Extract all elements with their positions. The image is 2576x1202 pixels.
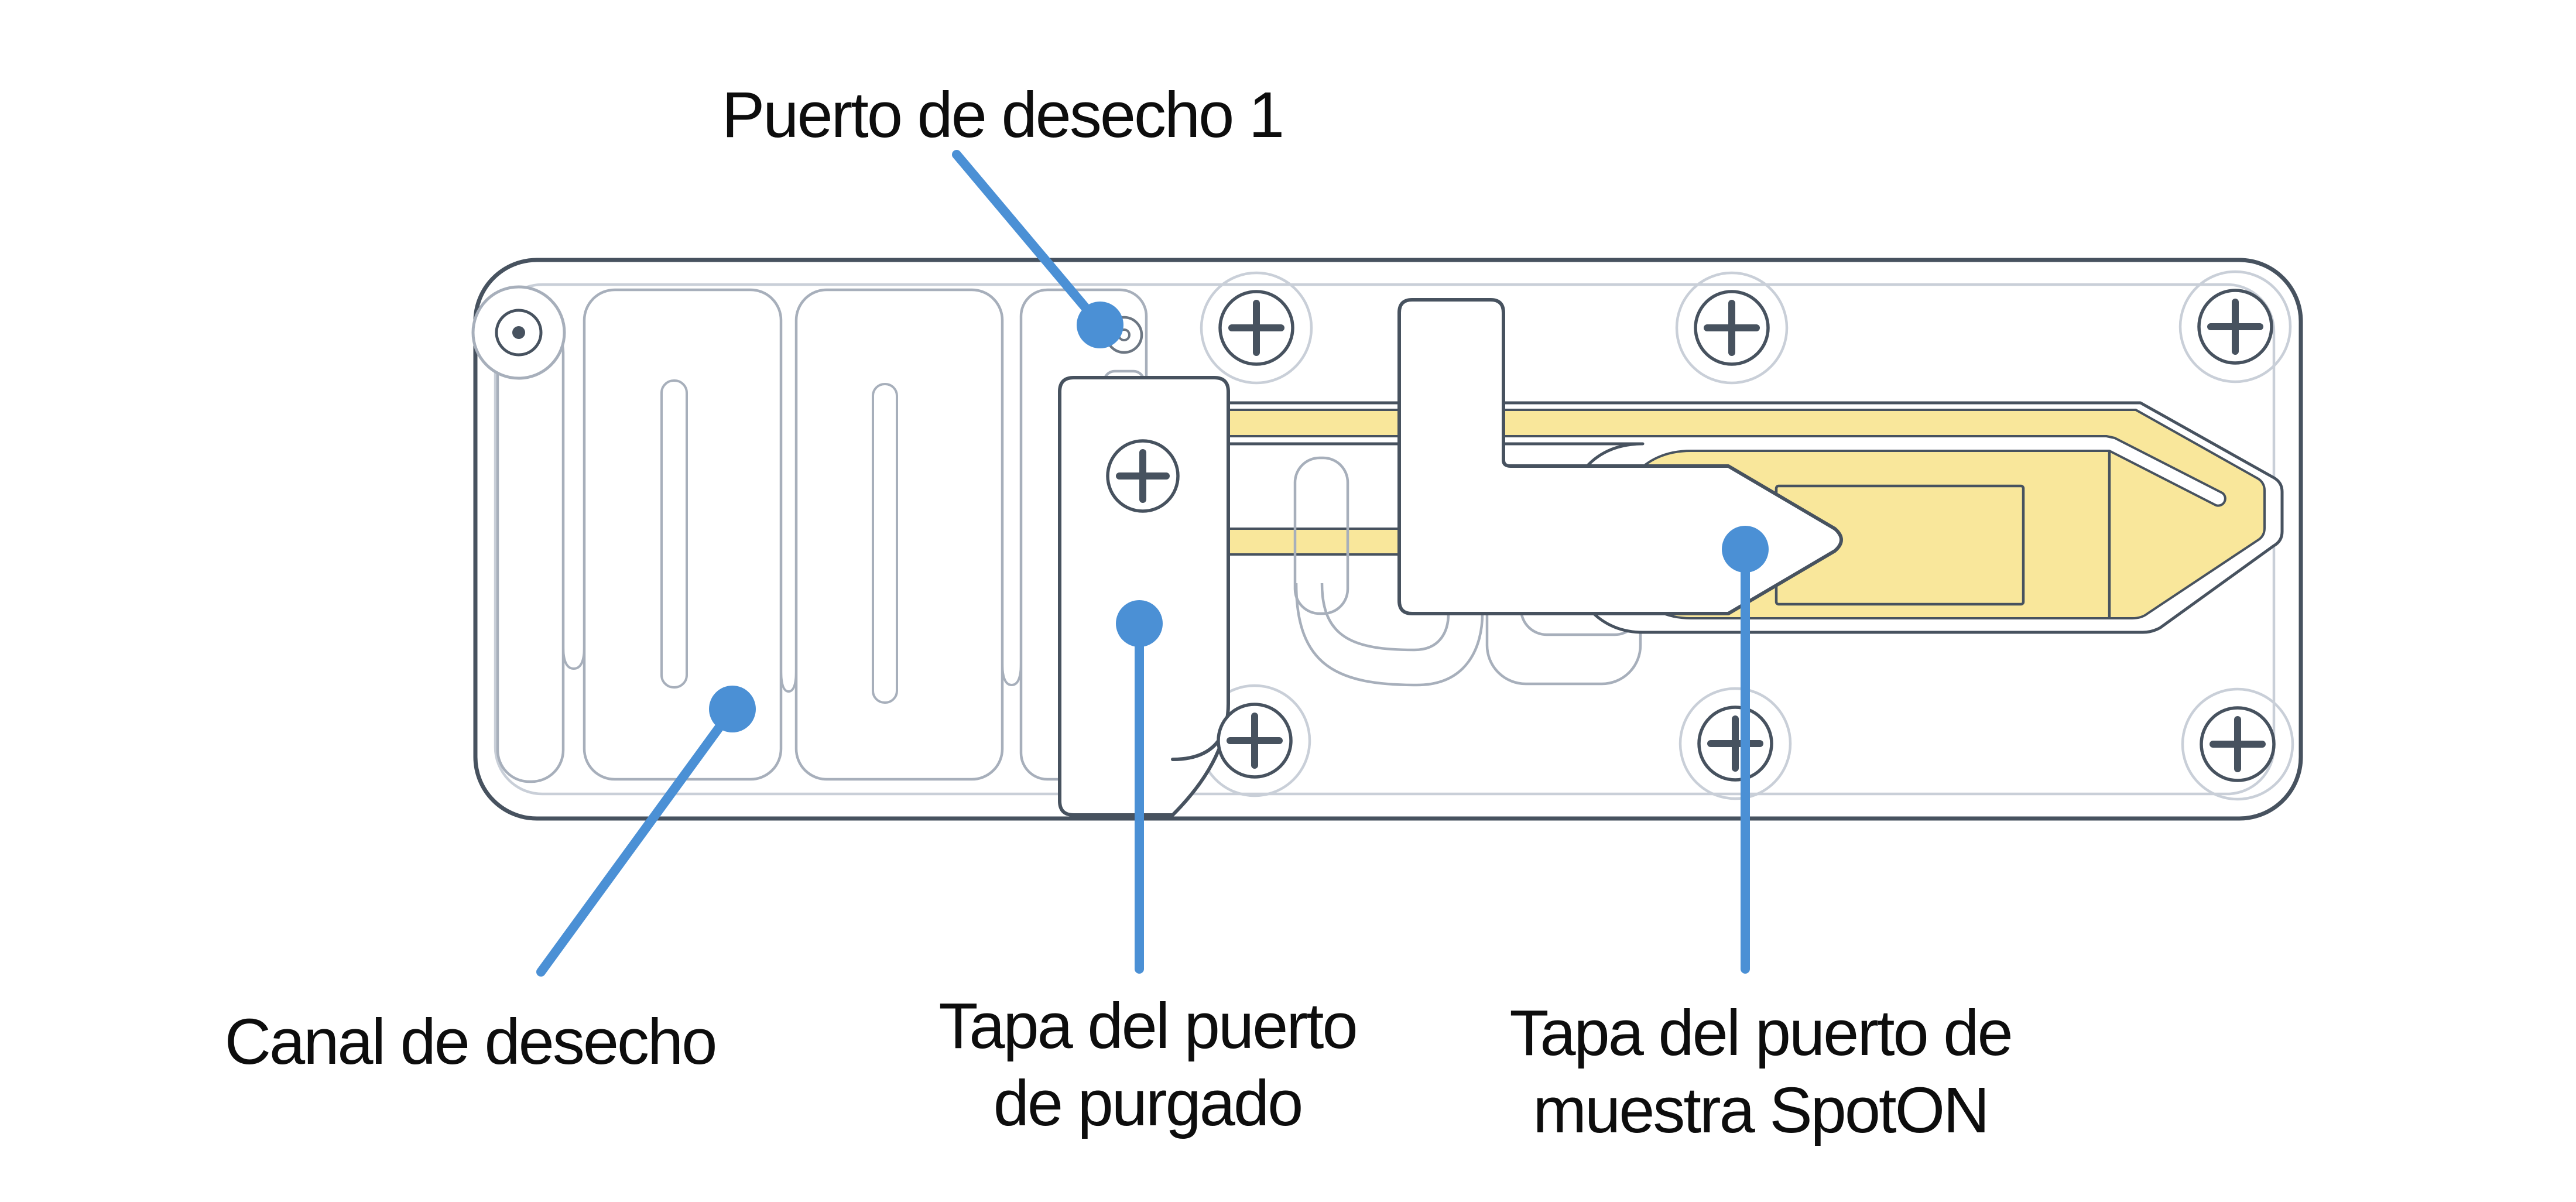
- callout-dot: [1116, 600, 1163, 647]
- screw-cutout: [1200, 271, 1313, 385]
- channel-slit: [660, 379, 688, 689]
- channel-turn: [562, 646, 585, 670]
- callout-dot: [709, 686, 756, 732]
- callout-waste-channel: [536, 686, 756, 977]
- screw-cutout: [2178, 270, 2292, 383]
- channel-turn: [1001, 662, 1022, 687]
- alignment-mark-inner: [495, 309, 543, 357]
- callout-line: [536, 708, 735, 977]
- label-priming-port-cover: Tapa del puerto de purgado: [938, 990, 1358, 1139]
- label-spoton-cover: Tapa del puerto de muestra SpotON: [1509, 997, 2013, 1146]
- ghost-hook-outer: [1294, 583, 1484, 687]
- screw-icon: [1699, 707, 1772, 780]
- alignment-mark-dot: [512, 326, 525, 339]
- callouts: [536, 150, 1769, 977]
- callout-priming-port-cover: [1116, 600, 1163, 974]
- callout-line: [952, 150, 1098, 322]
- screw-icon: [1220, 292, 1293, 364]
- waste-lobe: [794, 288, 1004, 781]
- screw-cutout: [1678, 687, 1792, 800]
- label-waste-port-1: Puerto de desecho 1: [721, 79, 1284, 151]
- callout-spoton-cover: [1722, 526, 1769, 974]
- waste-channel-serpentine: [496, 288, 1148, 783]
- screw-cutout: [2181, 687, 2294, 801]
- ghost-hook-inner: [1320, 583, 1450, 652]
- ghost-port-frame: [1293, 456, 1349, 615]
- priming-port-group: [1058, 316, 1230, 817]
- screw-icon: [1695, 292, 1768, 364]
- callout-waste-port-1: [952, 150, 1123, 348]
- waste-lobe: [496, 319, 565, 783]
- callout-dot: [1077, 302, 1123, 348]
- priming-cover-screw-cross: [1116, 472, 1170, 480]
- screw-icon: [2201, 708, 2274, 780]
- label-waste-channel: Canal de desecho: [224, 1006, 718, 1078]
- channel-slit: [872, 383, 898, 704]
- screw-icon: [2199, 290, 2272, 363]
- alignment-mark: [471, 285, 566, 380]
- screw-cutout: [1675, 271, 1789, 385]
- channel-turn: [780, 669, 797, 693]
- screw-icon: [1218, 704, 1291, 777]
- callout-dot: [1722, 526, 1769, 573]
